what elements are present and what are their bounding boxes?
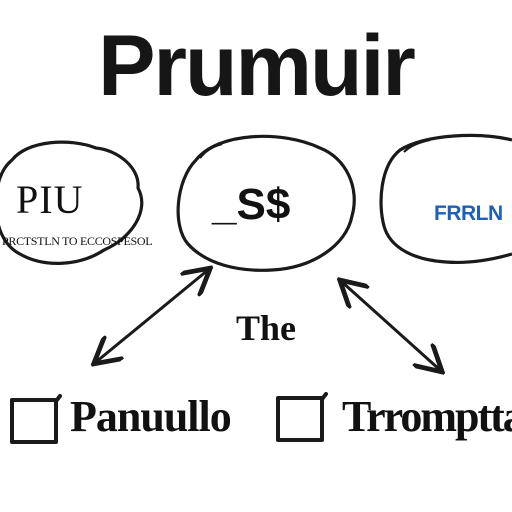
- thought-bubble-right: [379, 133, 512, 264]
- thought-bubble-left: [0, 140, 144, 265]
- checkbox-right[interactable]: [276, 396, 324, 442]
- bubble-center-text: _S$: [212, 180, 291, 229]
- double-arrow-icon-right: [342, 282, 440, 370]
- center-label: The: [236, 308, 297, 348]
- bubble-right-text: FRRLN: [434, 202, 503, 225]
- option-right-label: Trromptta: [342, 392, 512, 441]
- thought-bubble-center: [176, 134, 356, 272]
- diagram-title: Prumuir: [98, 18, 416, 114]
- checkbox-left[interactable]: [10, 398, 58, 444]
- bubble-left-text: PIU: [16, 177, 84, 222]
- bubble-left-subtext: PRCTSTLN TO ECCOSPESOL: [2, 234, 153, 248]
- double-arrow-icon-left: [96, 270, 208, 362]
- option-left-label: Panuullo: [70, 392, 232, 441]
